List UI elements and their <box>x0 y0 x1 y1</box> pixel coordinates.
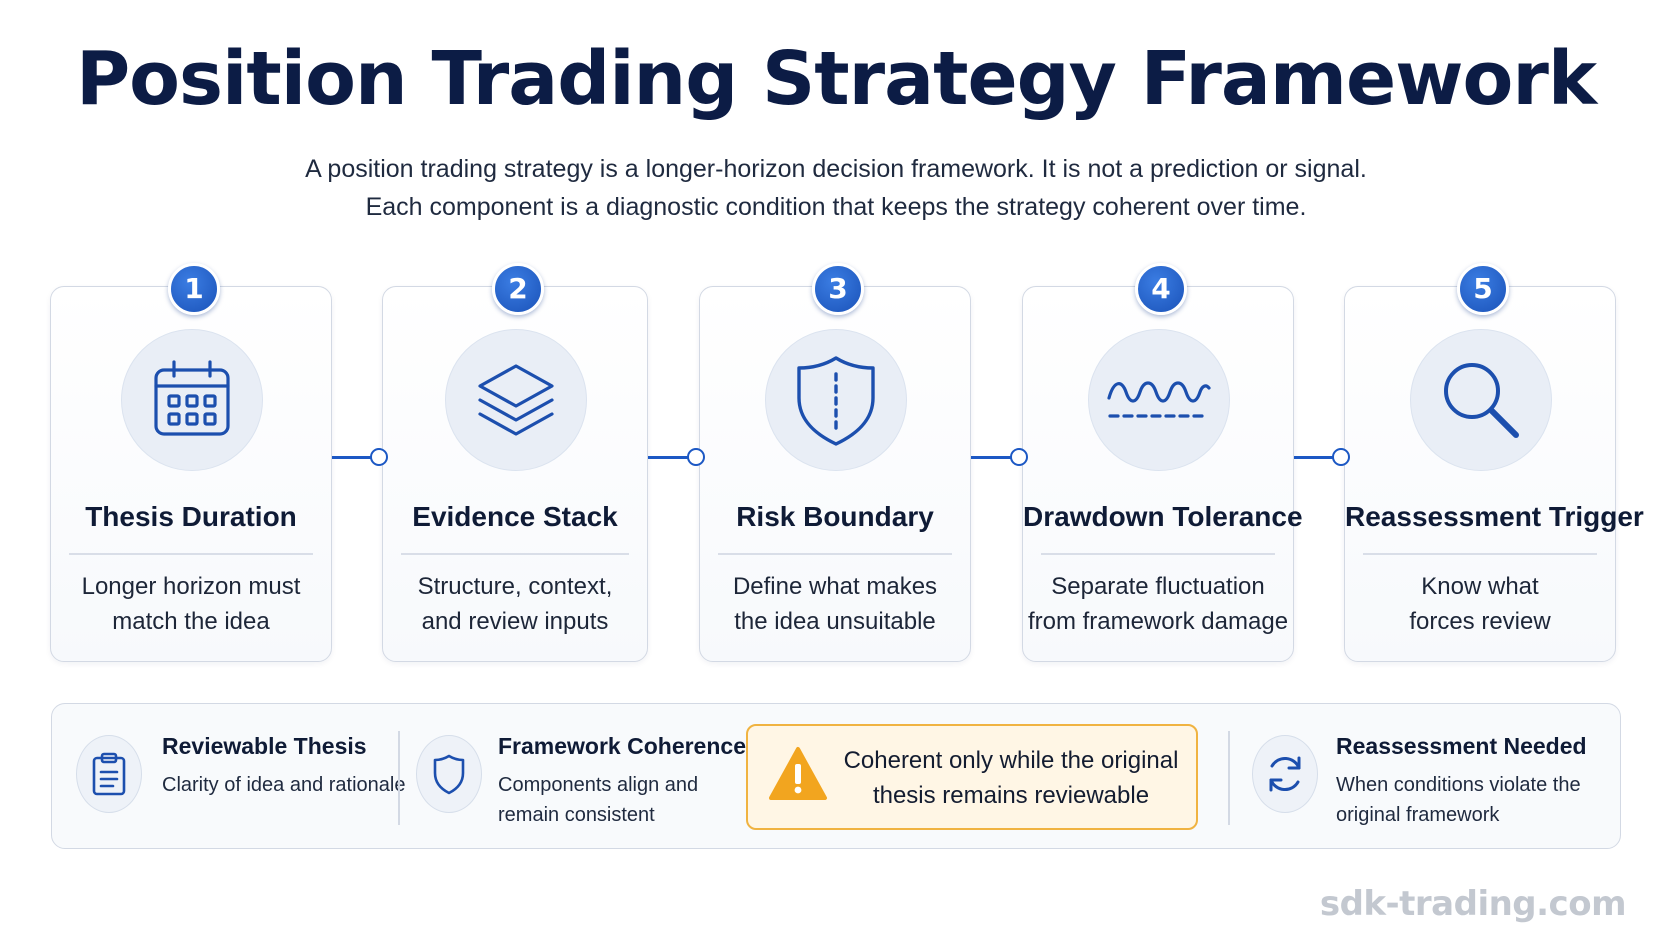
clipboard-icon <box>76 735 142 813</box>
warning-text: Coherent only while the original thesis … <box>836 743 1186 813</box>
step-description-line: the idea unsuitable <box>734 608 936 635</box>
connector-dot <box>687 448 705 466</box>
warning-line: thesis remains reviewable <box>872 782 1150 809</box>
step-description-line: Define what makes <box>732 573 938 600</box>
watermark: sdk-trading.com <box>1319 884 1627 924</box>
step-number-badge: 1 <box>168 263 220 315</box>
step-description: Structure, context, and review inputs <box>383 569 647 639</box>
connector-dot <box>370 448 388 466</box>
step-number-badge: 4 <box>1135 263 1187 315</box>
step-description: Define what makes the idea unsuitable <box>700 569 970 639</box>
step-card-reassessment-trigger: 5 Reassessment Trigger Know what forces … <box>1344 263 1644 662</box>
step-number-badge: 5 <box>1457 263 1509 315</box>
step-description-line: Separate fluctuation <box>1051 573 1265 600</box>
magnifier-icon <box>1410 329 1552 471</box>
summary-item-framework-coherence: Framework Coherence Components align and… <box>402 704 746 850</box>
step-description-line: forces review <box>1409 608 1551 635</box>
summary-item-reassessment-needed: Reassessment Needed When conditions viol… <box>1232 704 1612 850</box>
summary-description-line: Clarity of idea and rationale <box>162 774 406 796</box>
step-card-risk-boundary: 3 Risk Boundary Define what makes the id… <box>699 263 971 662</box>
summary-description-line: remain consistent <box>498 804 655 826</box>
step-description-line: Longer horizon must <box>81 573 301 600</box>
divider <box>1363 553 1597 555</box>
shield-icon <box>416 735 482 813</box>
summary-title: Reassessment Needed <box>1336 733 1587 759</box>
connector-2-3 <box>648 448 705 466</box>
step-card-thesis-duration: 1 Thesis Duration Longer horizon must ma… <box>50 263 332 662</box>
step-description-line: match the idea <box>112 608 270 635</box>
separator <box>398 731 400 825</box>
calendar-icon <box>121 329 263 471</box>
summary-description-line: original framework <box>1336 804 1500 826</box>
divider <box>69 553 313 555</box>
step-title: Risk Boundary <box>736 501 934 532</box>
step-number-badge: 3 <box>812 263 864 315</box>
subtitle-line-2: Each component is a diagnostic condition… <box>365 193 1307 221</box>
divider <box>401 553 629 555</box>
divider <box>1041 553 1275 555</box>
summary-item-reviewable-thesis: Reviewable Thesis Clarity of idea and ra… <box>52 704 405 850</box>
page-subtitle: A position trading strategy is a longer-… <box>0 150 1672 226</box>
warning-callout: Coherent only while the original thesis … <box>746 724 1198 830</box>
summary-title: Reviewable Thesis <box>162 733 367 759</box>
separator <box>1228 731 1230 825</box>
step-title: Thesis Duration <box>85 501 297 532</box>
refresh-icon <box>1252 735 1318 813</box>
step-description-line: Structure, context, <box>417 573 613 600</box>
step-description-line: from framework damage <box>1027 608 1289 635</box>
warning-icon <box>768 746 828 807</box>
step-description: Separate fluctuation from framework dama… <box>1023 569 1293 639</box>
step-description: Know what forces review <box>1345 569 1615 639</box>
divider <box>718 553 952 555</box>
summary-description: When conditions violate the original fra… <box>1336 770 1581 830</box>
summary-description-line: Components align and <box>498 774 699 796</box>
connector-dot <box>1332 448 1350 466</box>
step-title: Reassessment Trigger <box>1345 501 1644 532</box>
summary-panel: Reviewable Thesis Clarity of idea and ra… <box>51 703 1621 849</box>
connector-4-5 <box>1294 448 1350 466</box>
connector-dot <box>1010 448 1028 466</box>
warning-line: Coherent only while the original <box>843 747 1179 774</box>
wave-icon <box>1088 329 1230 471</box>
summary-description: Clarity of idea and rationale <box>162 770 405 800</box>
step-title: Evidence Stack <box>412 501 618 532</box>
step-description-line: Know what <box>1421 573 1539 600</box>
summary-description-line: When conditions violate the <box>1336 774 1581 796</box>
step-card-drawdown-tolerance: 4 Drawdown Tolerance Separate fluctuatio… <box>1022 263 1303 662</box>
connector-1-2 <box>332 448 388 466</box>
shield-icon <box>765 329 907 471</box>
step-card-evidence-stack: 2 Evidence Stack Structure, context, and… <box>382 263 648 662</box>
summary-description: Components align and remain consistent <box>498 770 698 830</box>
subtitle-line-1: A position trading strategy is a longer-… <box>305 155 1367 183</box>
connector-3-4 <box>971 448 1028 466</box>
summary-title: Framework Coherence <box>498 733 746 759</box>
step-description: Longer horizon must match the idea <box>51 569 331 639</box>
step-description-line: and review inputs <box>421 608 609 635</box>
step-number-badge: 2 <box>492 263 544 315</box>
layers-icon <box>445 329 587 471</box>
step-title: Drawdown Tolerance <box>1023 501 1303 532</box>
page-title: Position Trading Strategy Framework <box>75 36 1597 122</box>
